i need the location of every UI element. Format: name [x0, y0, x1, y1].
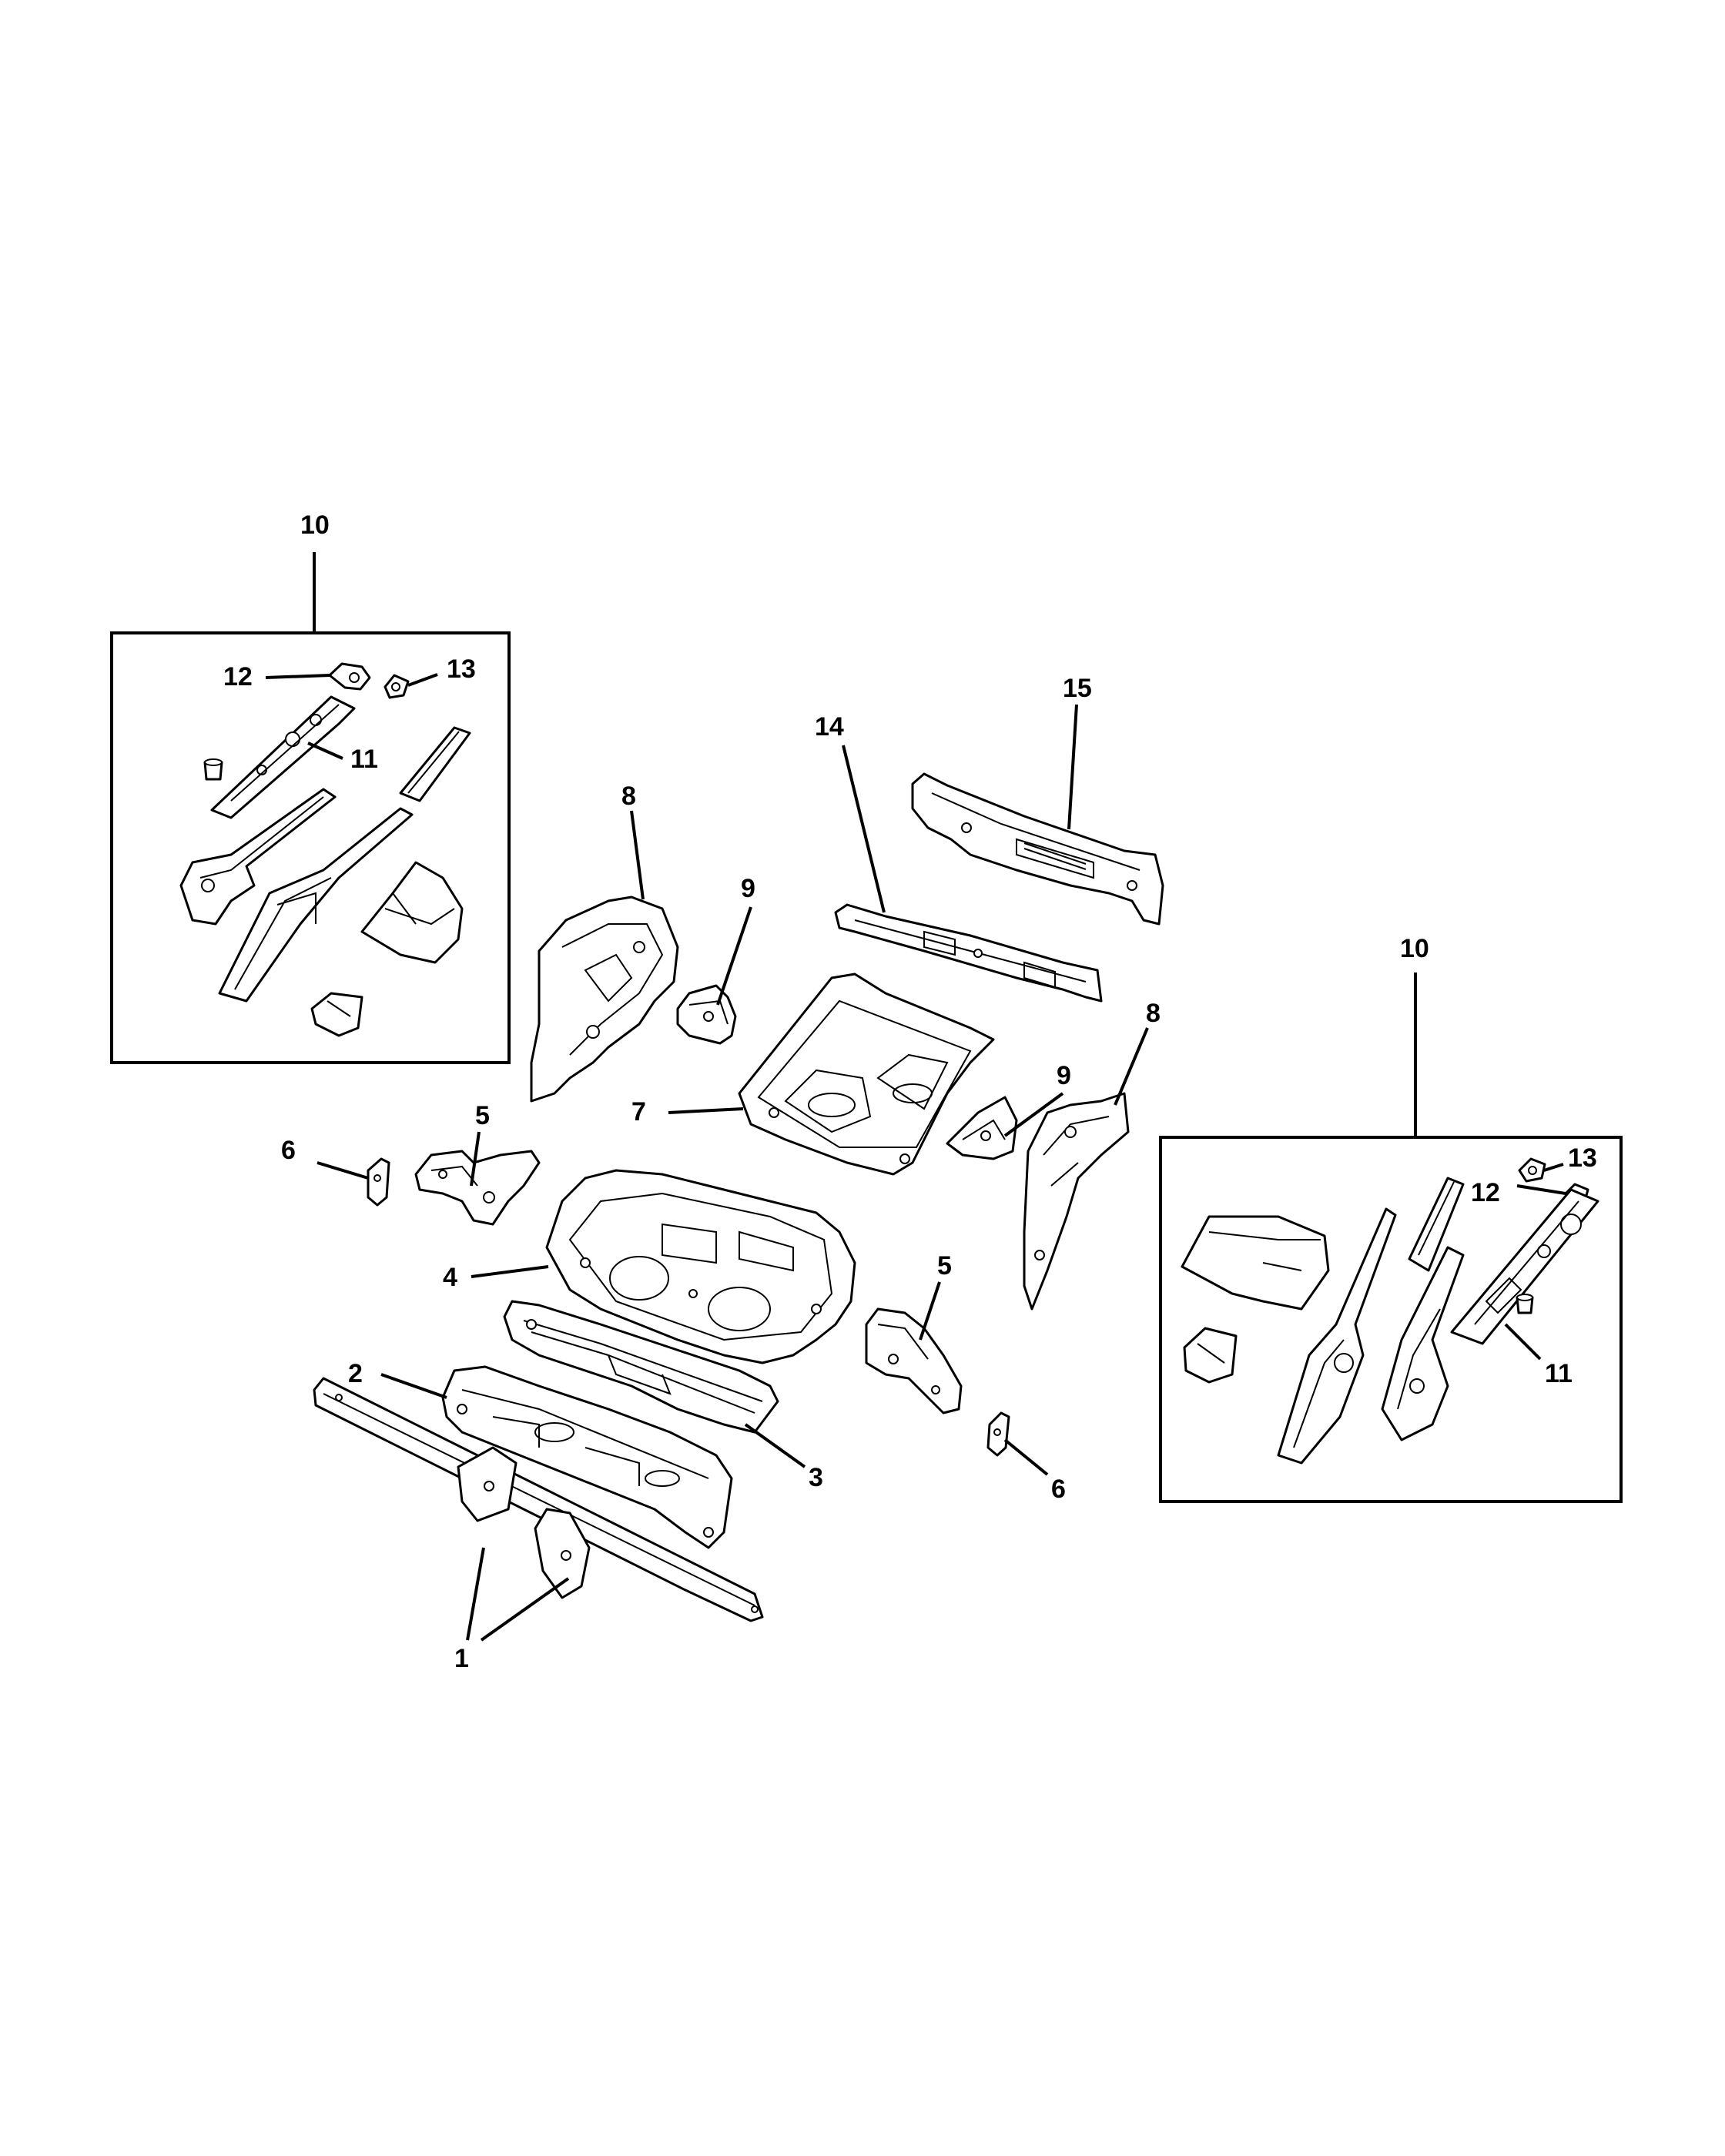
part-12-left	[328, 662, 371, 691]
leader-11-right	[1504, 1323, 1542, 1361]
leader-13-left	[407, 673, 438, 687]
part-9-right	[946, 1096, 1018, 1160]
leader-6-left	[317, 1161, 369, 1180]
callout-13-left: 13	[447, 654, 476, 684]
leader-3	[744, 1423, 806, 1468]
part-6-left	[367, 1157, 390, 1207]
leader-4	[471, 1265, 549, 1278]
side-rail-right	[1277, 1207, 1397, 1465]
leader-8-left	[630, 810, 645, 900]
callout-3: 3	[809, 1463, 823, 1492]
leader-9-left	[716, 906, 752, 1006]
leader-15	[1067, 704, 1078, 830]
leader-2	[380, 1373, 447, 1399]
leader-12-left	[265, 674, 330, 679]
leader-11-left	[307, 742, 343, 760]
callout-7: 7	[631, 1097, 646, 1127]
small-bracket-left	[310, 992, 363, 1037]
part-3	[503, 1300, 779, 1434]
leader-5-left	[470, 1131, 481, 1187]
inset-box-right: 10 13 12 11	[1159, 934, 1623, 1503]
rail-assembly-left	[179, 788, 337, 926]
inset-box-left: 10 12 13 11	[110, 511, 511, 1064]
leader-7	[668, 1107, 744, 1114]
inset-frame-left	[110, 631, 511, 1064]
bushing-left	[203, 758, 223, 781]
part-6-right	[986, 1411, 1010, 1457]
bracket-box-left	[360, 861, 464, 964]
part-13-right	[1518, 1157, 1546, 1183]
leader-6-right	[1003, 1438, 1049, 1476]
part-2	[441, 1365, 733, 1549]
callout-10-right: 10	[1400, 934, 1429, 963]
callout-8-left: 8	[621, 782, 636, 811]
part-1	[313, 1377, 764, 1622]
leader-8-right	[1114, 1027, 1149, 1106]
part-15	[911, 772, 1164, 926]
callout-5-right: 5	[937, 1251, 952, 1281]
leader-9-right	[1003, 1092, 1064, 1137]
callout-11-right: 11	[1545, 1359, 1573, 1388]
leader-5-right	[919, 1281, 941, 1341]
rail-assembly-right	[1381, 1246, 1465, 1441]
callout-15: 15	[1063, 674, 1092, 703]
bracket-box-right	[1181, 1215, 1330, 1311]
short-rail-right	[1408, 1177, 1465, 1272]
part-5-left	[414, 1150, 541, 1226]
leader-1b	[480, 1577, 570, 1642]
leader-1a	[466, 1547, 485, 1641]
part-13-left	[384, 674, 410, 699]
callout-9-left: 9	[741, 874, 755, 903]
part-8-left	[530, 896, 679, 1103]
callout-4: 4	[443, 1263, 457, 1292]
leader-12-right	[1516, 1184, 1566, 1195]
callout-5-left: 5	[475, 1101, 490, 1130]
side-rail-left	[218, 807, 414, 1003]
leader-13-right	[1543, 1163, 1564, 1172]
callout-2: 2	[348, 1359, 363, 1388]
short-rail-left	[399, 726, 471, 802]
callout-6-right: 6	[1051, 1475, 1066, 1504]
bushing-right	[1516, 1294, 1534, 1314]
callout-8-right: 8	[1146, 999, 1161, 1028]
callout-11-left: 11	[350, 745, 378, 774]
part-4	[545, 1169, 856, 1364]
part-8-right	[1023, 1092, 1130, 1311]
part-7	[738, 973, 995, 1176]
callout-6-left: 6	[281, 1136, 296, 1165]
part-5-right	[865, 1307, 963, 1414]
small-bracket-right	[1183, 1327, 1238, 1384]
callout-12-left: 12	[223, 662, 253, 691]
callout-1: 1	[454, 1644, 469, 1673]
leader-14	[842, 745, 886, 913]
callout-14: 14	[815, 712, 844, 742]
callout-13-right: 13	[1568, 1143, 1597, 1173]
inset-frame-right	[1159, 1136, 1623, 1503]
callout-10-left: 10	[300, 511, 330, 540]
part-9-left	[676, 984, 737, 1045]
callout-9-right: 9	[1057, 1061, 1071, 1090]
part-11-right	[1450, 1188, 1599, 1345]
callout-12-right: 12	[1471, 1178, 1500, 1207]
part-11-left	[210, 695, 356, 819]
part-14	[834, 903, 1103, 1003]
